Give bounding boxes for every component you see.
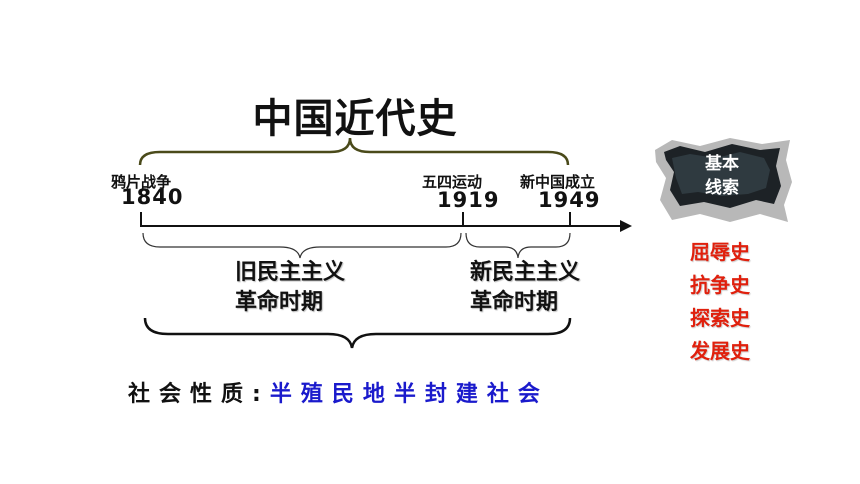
period-new-democratic: 新民主主义 革命时期 — [470, 258, 580, 318]
period-old-line2: 革命时期 — [235, 290, 324, 315]
brace-old-period — [142, 232, 462, 259]
aspect-development: 发展史 — [690, 339, 750, 363]
clue-aspects-list: 屈辱史 抗争史 探索史 发展史 — [690, 236, 750, 368]
period-new-line1: 新民主主义 — [470, 260, 581, 285]
aspect-humiliation: 屈辱史 — [690, 240, 750, 264]
society-nature: 社会性质:半殖民地半封建社会 — [128, 376, 549, 408]
basic-clue-line2: 线索 — [705, 178, 739, 198]
event-year-1919: 1919 — [437, 188, 500, 212]
timeline-arrow — [620, 220, 632, 232]
torn-paper-icon — [655, 138, 792, 222]
event-year-1840: 1840 — [121, 185, 184, 209]
basic-clue-label: 基本 线索 — [682, 152, 762, 200]
basic-clue-line1: 基本 — [705, 154, 739, 174]
brace-new-period — [465, 232, 571, 259]
event-name-opium-war: 鸦片战争 — [111, 173, 172, 191]
aspect-exploration: 探索史 — [690, 306, 750, 330]
society-value: 半殖民地半封建社会 — [269, 382, 549, 407]
period-old-line1: 旧民主主义 — [235, 260, 346, 285]
aspect-struggle: 抗争史 — [690, 273, 750, 297]
period-old-democratic: 旧民主主义 革命时期 — [235, 258, 345, 318]
bottom-brace — [143, 317, 572, 349]
page-title: 中国近代史 — [252, 96, 458, 142]
event-year-1949: 1949 — [538, 188, 601, 212]
event-name-may-fourth: 五四运动 — [422, 173, 483, 191]
top-brace — [138, 137, 570, 166]
event-name-prc-founding: 新中国成立 — [520, 173, 596, 191]
society-label: 社会性质: — [128, 382, 270, 407]
period-new-line2: 革命时期 — [470, 290, 559, 315]
